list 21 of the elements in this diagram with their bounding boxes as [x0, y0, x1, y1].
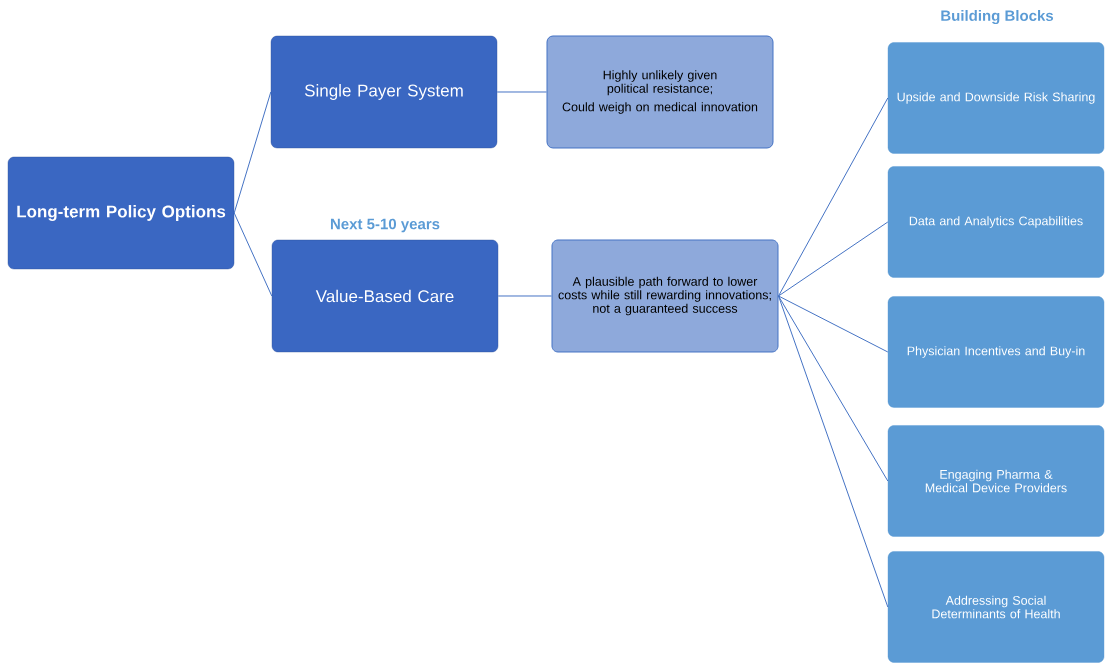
process-box: Single Payer System [270, 35, 498, 149]
note-box: Highly unlikely given political resistance; Could weigh on medical innovation [546, 35, 774, 149]
connector-line [778, 221, 889, 297]
note-box: A plausible path forward to lower costs while still rewarding innovations; not a guaranteed success [551, 239, 779, 353]
connector-line [778, 295, 889, 608]
connector-line [778, 97, 889, 297]
process-box: Value-Based Care [271, 239, 499, 353]
building-block-box: Data and Analytics Capabilities [887, 166, 1105, 278]
connector-line [778, 295, 889, 353]
connector-line [778, 295, 889, 482]
process-box: Long-term Policy Options [7, 156, 235, 270]
building-block-box: Engaging Pharma & Medical Device Providers [887, 425, 1105, 537]
connector-line [233, 91, 272, 214]
building-block-box: Upside and Downside Risk Sharing [887, 42, 1105, 154]
column-heading: Building Blocks [941, 9, 1054, 25]
connector-line [497, 295, 552, 297]
connector-line [496, 91, 547, 93]
annotation-text: Next 5-10 years [331, 218, 440, 233]
connector-line [233, 212, 273, 297]
building-block-box: Physician Incentives and Buy-in [887, 296, 1105, 408]
building-block-box: Addressing Social Determinants of Health [887, 551, 1105, 663]
